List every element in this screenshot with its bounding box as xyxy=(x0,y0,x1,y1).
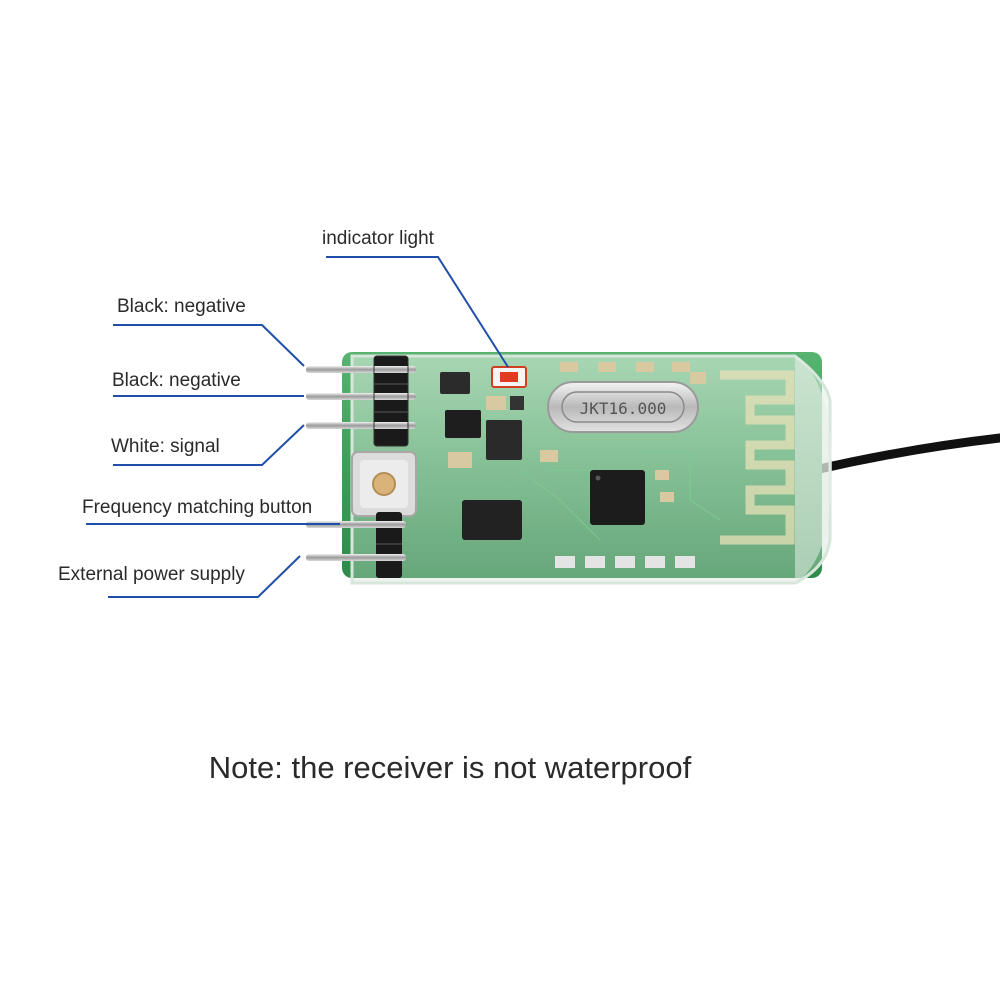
rf-chip xyxy=(590,470,645,525)
label-indicator-light: indicator light xyxy=(322,228,434,249)
label-black-negative-2: Black: negative xyxy=(112,370,241,391)
waterproof-note: Note: the receiver is not waterproof xyxy=(208,750,692,785)
smd-components xyxy=(440,362,706,568)
label-frequency-matching-button: Frequency matching button xyxy=(82,497,313,518)
leader-external-power-supply xyxy=(108,555,301,598)
label-white-signal: White: signal xyxy=(111,436,220,457)
leader-white-signal xyxy=(113,424,305,466)
leader-black-negative-1 xyxy=(113,324,305,367)
label-black-negative-1: Black: negative xyxy=(117,296,246,317)
header-pins-top xyxy=(306,355,416,447)
pcb-antenna-trace xyxy=(720,370,795,545)
leader-indicator-light xyxy=(326,256,509,368)
indicator-led xyxy=(491,366,527,388)
header-pins-bottom xyxy=(306,512,406,578)
crystal-oscillator: JKT16.000 xyxy=(547,381,699,433)
crystal-marking: JKT16.000 xyxy=(580,399,667,418)
frequency-matching-button-shape[interactable] xyxy=(351,451,417,517)
leader-lines xyxy=(86,256,509,598)
label-external-power-supply: External power supply xyxy=(58,564,245,585)
